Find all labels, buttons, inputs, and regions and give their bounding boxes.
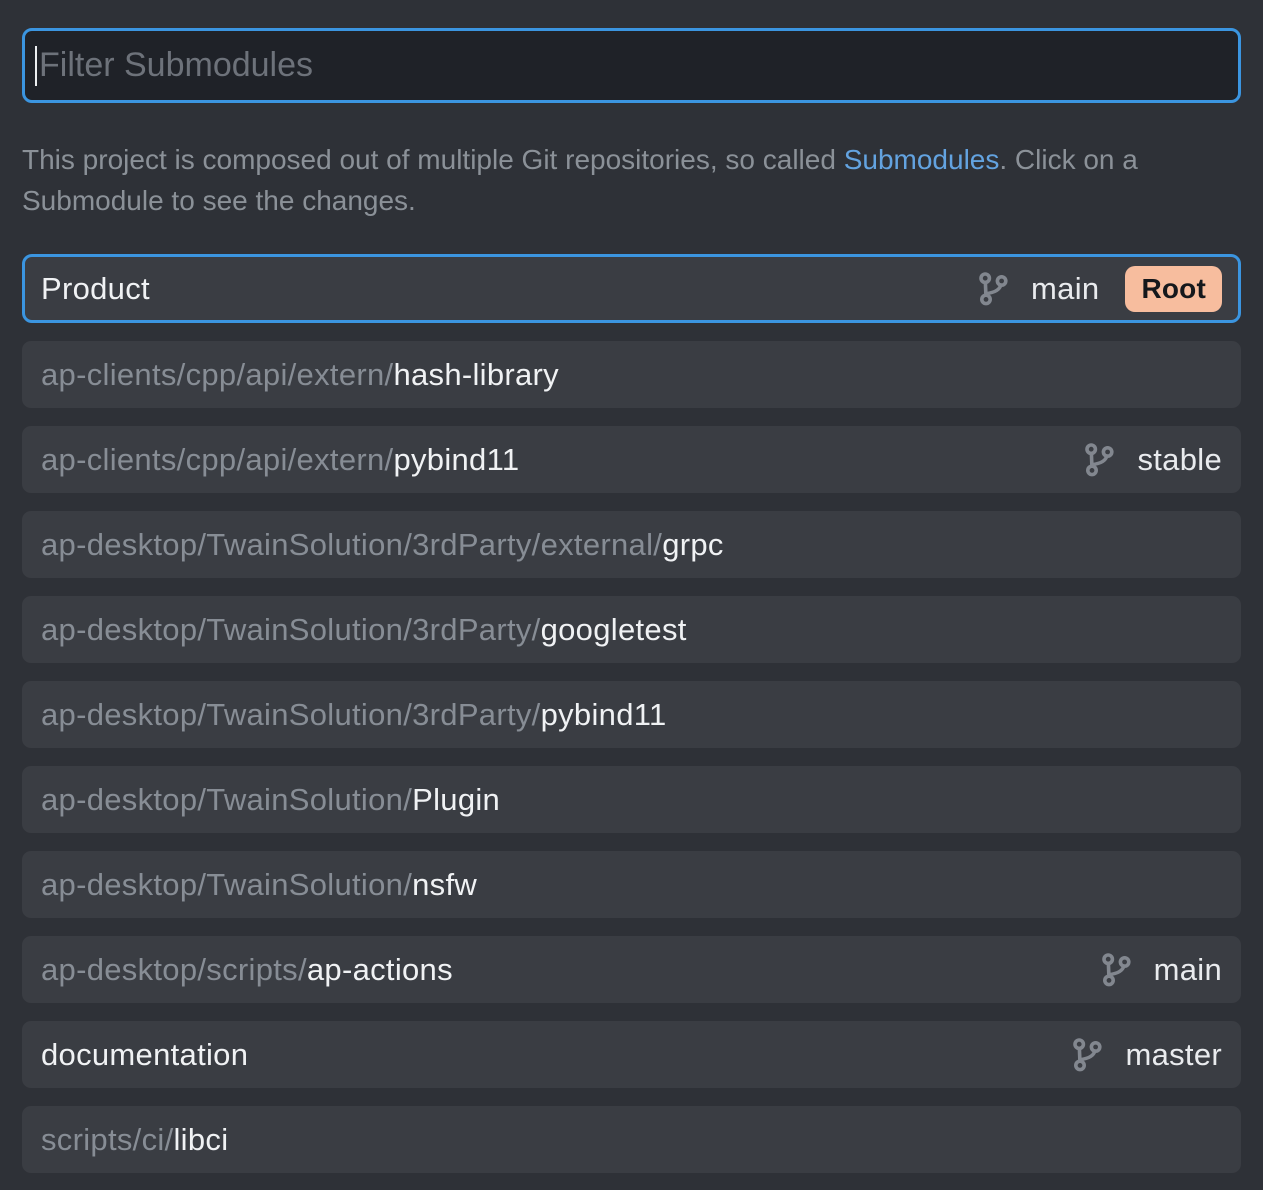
submodule-name: pybind11 xyxy=(540,696,667,732)
submodule-row[interactable]: documentation master xyxy=(22,1021,1241,1088)
branch-indicator: stable xyxy=(1082,442,1222,478)
filter-submodules-field xyxy=(22,28,1241,103)
root-badge: Root xyxy=(1125,265,1222,312)
git-branch-icon xyxy=(1101,952,1131,986)
submodule-path: ap-clients/cpp/api/extern/ xyxy=(41,441,394,477)
submodule-path: ap-clients/cpp/api/extern/ xyxy=(41,356,394,392)
help-text-before: This project is composed out of multiple… xyxy=(22,144,844,175)
submodule-row[interactable]: ap-desktop/TwainSolution/nsfw xyxy=(22,851,1241,918)
submodule-path: ap-desktop/TwainSolution/ xyxy=(41,866,413,902)
branch-indicator: main xyxy=(976,271,1099,307)
submodule-row[interactable]: ap-clients/cpp/api/extern/pybind11 stabl… xyxy=(22,426,1241,493)
branch-indicator: main xyxy=(1099,952,1222,988)
submodule-name: libci xyxy=(173,1121,229,1157)
submodule-path: ap-desktop/scripts/ xyxy=(41,951,307,987)
branch-name: stable xyxy=(1137,441,1222,477)
git-branch-icon xyxy=(979,271,1008,305)
submodule-row[interactable]: ap-desktop/scripts/ap-actions main xyxy=(22,936,1241,1003)
submodule-row[interactable]: ap-desktop/TwainSolution/3rdParty/extern… xyxy=(22,511,1241,578)
submodule-name: nsfw xyxy=(412,866,478,902)
submodule-name: ap-actions xyxy=(306,951,453,987)
branch-name: main xyxy=(1153,951,1222,987)
submodule-row[interactable]: ap-clients/cpp/api/extern/hash-library xyxy=(22,341,1241,408)
submodule-name: pybind11 xyxy=(393,441,520,477)
branch-name: main xyxy=(1031,270,1100,306)
submodule-path: ap-desktop/TwainSolution/ xyxy=(41,781,413,817)
submodule-name: googletest xyxy=(540,611,687,647)
git-branch-icon xyxy=(1085,442,1115,476)
help-text-after: . Click on a Submodule to see the change… xyxy=(22,144,1138,216)
submodule-name: documentation xyxy=(41,1036,249,1072)
git-branch-icon xyxy=(1073,1037,1103,1071)
submodule-name: Plugin xyxy=(412,781,501,817)
submodule-name: Product xyxy=(41,270,150,306)
filter-submodules-input[interactable] xyxy=(22,28,1241,103)
submodule-path: ap-desktop/TwainSolution/3rdParty/ xyxy=(41,696,541,732)
submodules-link[interactable]: Submodules xyxy=(843,144,1000,175)
submodule-path: ap-desktop/TwainSolution/3rdParty/extern… xyxy=(41,526,663,562)
submodule-list: Product main Root ap-clients/cpp/api/ext… xyxy=(22,254,1241,1173)
submodule-path: scripts/ci/ xyxy=(41,1121,174,1157)
branch-name: master xyxy=(1125,1036,1222,1072)
submodule-row[interactable]: Product main Root xyxy=(22,254,1241,323)
branch-indicator: master xyxy=(1070,1037,1222,1073)
submodule-row[interactable]: ap-desktop/TwainSolution/Plugin xyxy=(22,766,1241,833)
submodule-name: grpc xyxy=(662,526,724,562)
submodule-name: hash-library xyxy=(393,356,559,392)
submodule-row[interactable]: ap-desktop/TwainSolution/3rdParty/pybind… xyxy=(22,681,1241,748)
submodules-help-text: This project is composed out of multiple… xyxy=(22,139,1239,221)
submodule-row[interactable]: ap-desktop/TwainSolution/3rdParty/google… xyxy=(22,596,1241,663)
text-caret xyxy=(35,45,37,86)
submodule-row[interactable]: scripts/ci/libci xyxy=(22,1106,1241,1173)
submodule-path: ap-desktop/TwainSolution/3rdParty/ xyxy=(41,611,541,647)
